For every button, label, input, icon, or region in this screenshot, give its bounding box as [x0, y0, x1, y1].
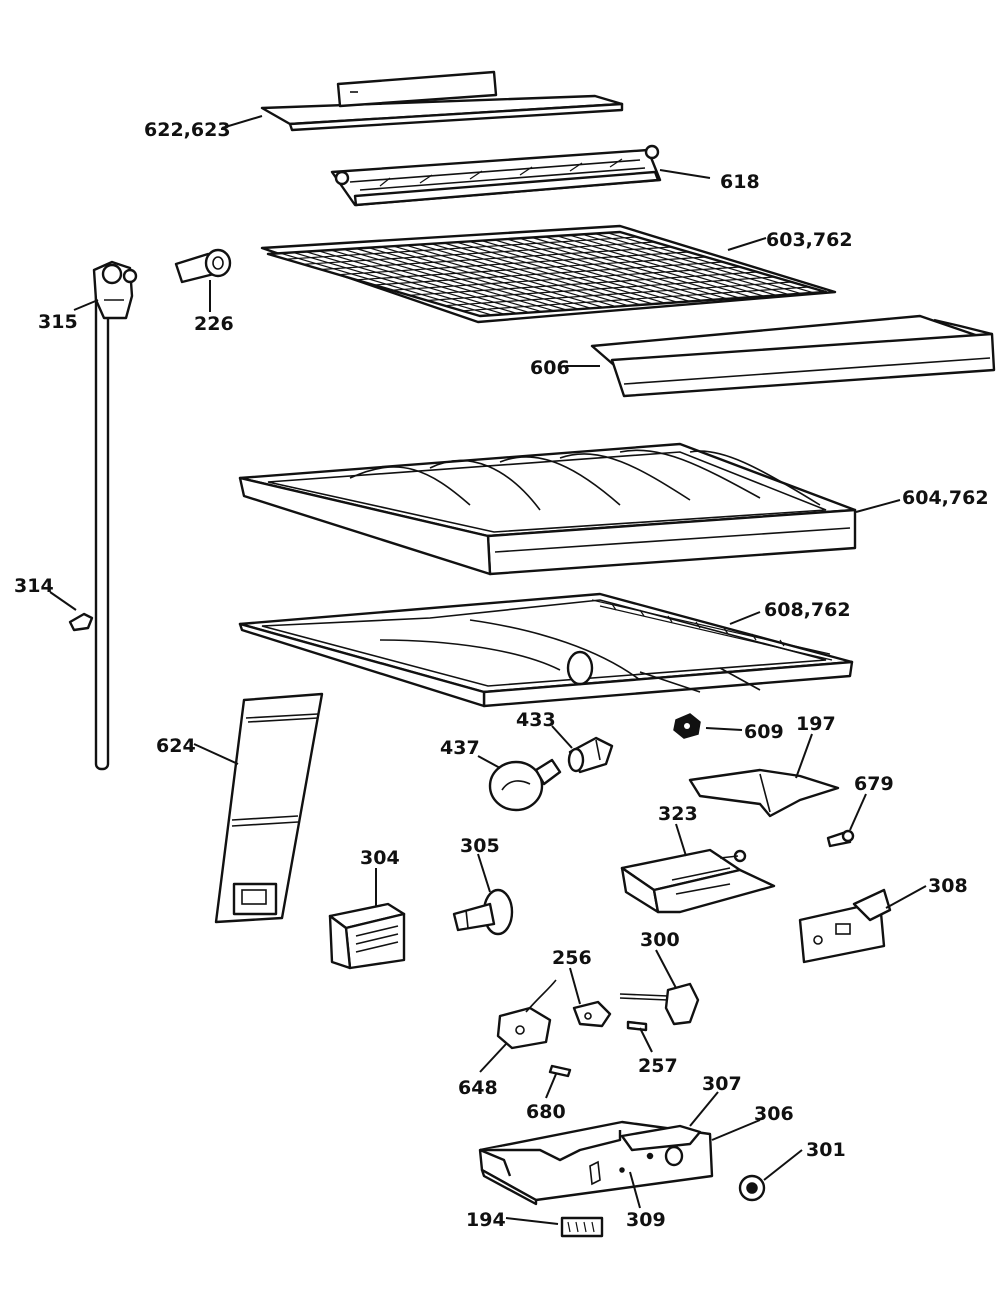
part-301-knob [738, 1174, 766, 1202]
part-622-cover-plate [260, 70, 624, 132]
label-305: 305 [460, 835, 500, 857]
part-603-wire-shelf [260, 224, 837, 324]
part-226-spacer [174, 248, 232, 284]
part-306-control-housing [478, 1120, 714, 1206]
label-603-762: 603,762 [766, 229, 853, 251]
part-624-side-panel [214, 692, 324, 924]
part-197-bracket [688, 768, 840, 818]
label-433: 433 [516, 709, 556, 731]
part-300-thermostat [619, 982, 700, 1026]
label-226: 226 [194, 313, 234, 335]
part-323-control-box [620, 848, 776, 914]
part-618-light-bar [330, 144, 662, 207]
part-606-shelf-trim [590, 314, 996, 398]
label-304: 304 [360, 847, 400, 869]
part-305-knob [452, 888, 514, 936]
label-679: 679 [854, 773, 894, 795]
label-618: 618 [720, 171, 760, 193]
label-308: 308 [928, 875, 968, 897]
label-307: 307 [702, 1073, 742, 1095]
part-648-solenoid [496, 979, 557, 1050]
part-308-mounting-plate [798, 888, 892, 964]
label-306: 306 [754, 1103, 794, 1125]
label-622-623: 622,623 [144, 119, 231, 141]
label-256: 256 [552, 947, 592, 969]
label-301: 301 [806, 1139, 846, 1161]
label-606: 606 [530, 357, 570, 379]
label-609: 609 [744, 721, 784, 743]
part-433-socket [567, 736, 614, 774]
part-304-relay-block [328, 902, 406, 970]
label-314: 314 [14, 575, 54, 597]
label-323: 323 [658, 803, 698, 825]
part-608-lower-pan [238, 592, 854, 708]
part-437-bulb [488, 758, 562, 812]
label-315: 315 [38, 311, 78, 333]
label-309: 309 [626, 1209, 666, 1231]
part-labels: 622,623 618 603,762 315 226 606 604,762 … [14, 119, 989, 1231]
label-680: 680 [526, 1101, 566, 1123]
part-315-support-rail [92, 260, 138, 771]
label-194: 194 [466, 1209, 506, 1231]
part-604-crisper-cover [238, 442, 857, 576]
label-604-762: 604,762 [902, 487, 989, 509]
part-679-screw [826, 829, 855, 848]
label-608-762: 608,762 [764, 599, 851, 621]
label-437: 437 [440, 737, 480, 759]
part-609-nut [673, 713, 701, 739]
label-300: 300 [640, 929, 680, 951]
label-257: 257 [638, 1055, 678, 1077]
part-314-clip [68, 612, 94, 632]
label-197: 197 [796, 713, 836, 735]
part-194-block [560, 1216, 604, 1238]
label-624: 624 [156, 735, 196, 757]
part-680-screw [548, 1064, 572, 1078]
part-257-screw [626, 1020, 648, 1032]
label-648: 648 [458, 1077, 498, 1099]
leader-lines [49, 115, 927, 1225]
part-256-switch [572, 1000, 612, 1028]
